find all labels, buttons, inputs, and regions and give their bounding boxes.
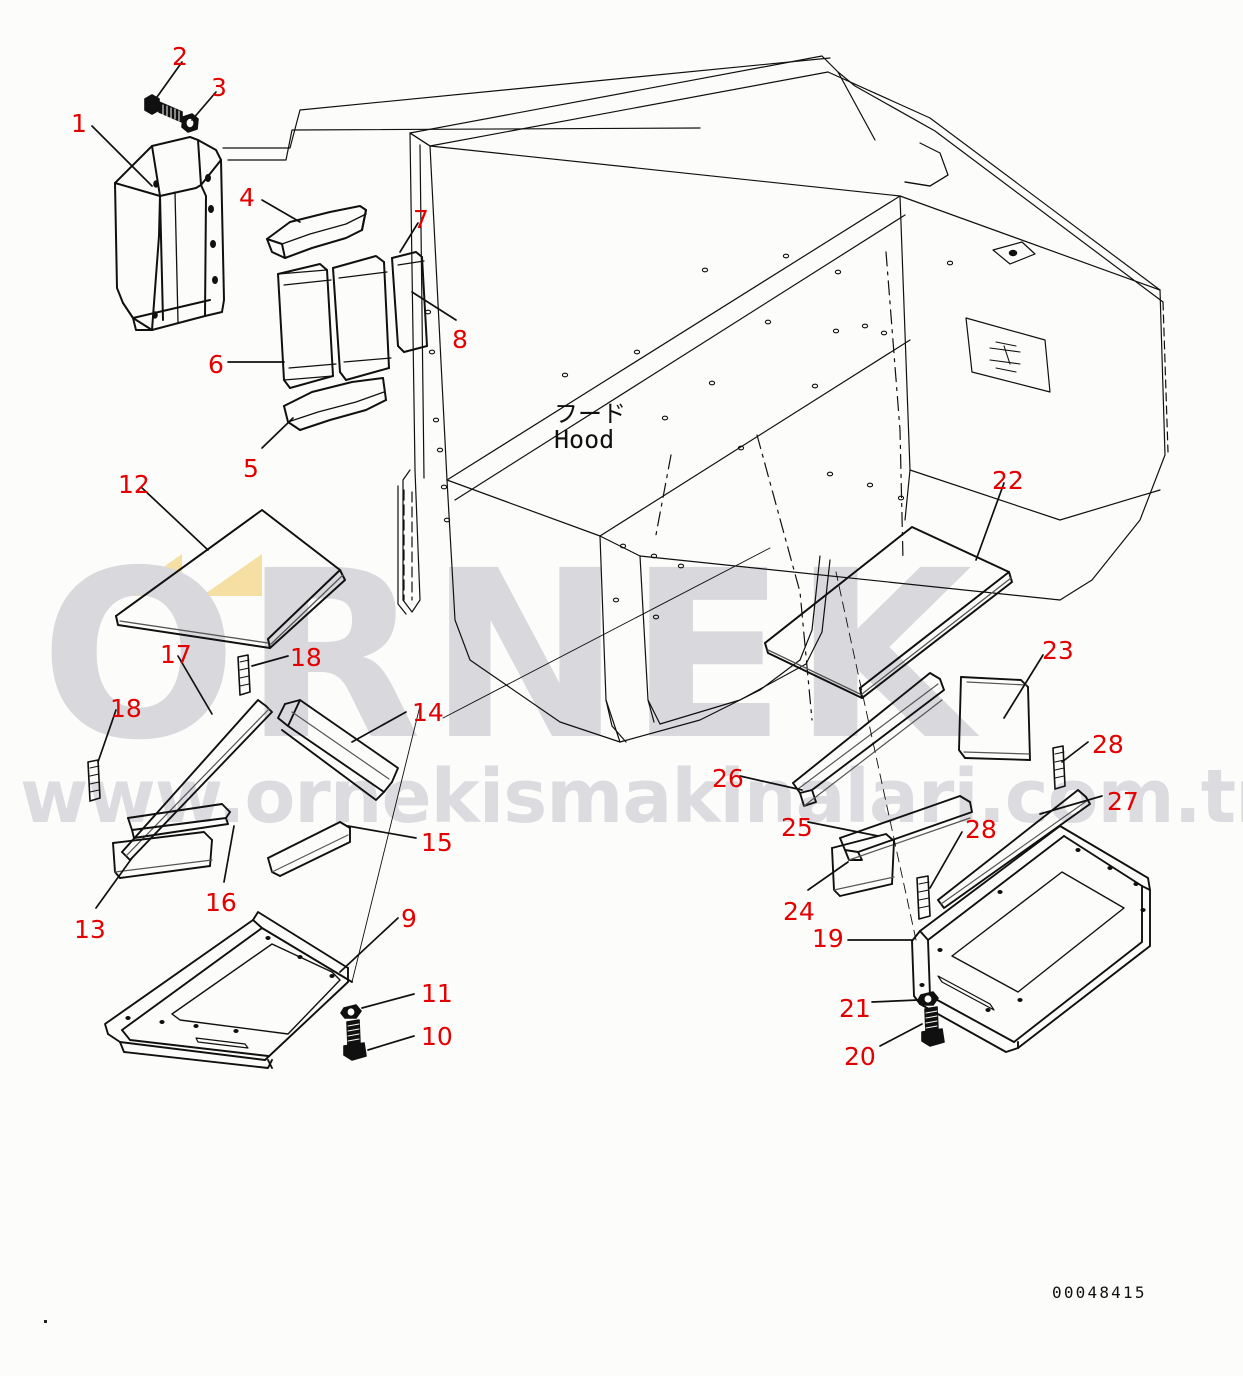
callout-number-3: 3	[211, 73, 227, 102]
callout-number-2: 2	[172, 42, 188, 71]
callout-number-6: 6	[208, 350, 224, 379]
callout-number-28: 28	[1092, 730, 1124, 759]
callout-number-22: 22	[992, 466, 1024, 495]
callout-number-12: 12	[118, 470, 150, 499]
callout-number-18b: 18	[110, 694, 142, 723]
callout-number-1: 1	[71, 109, 87, 138]
callout-number-8: 8	[452, 325, 468, 354]
callout-number-11: 11	[421, 979, 453, 1008]
callout-number-10: 10	[421, 1022, 453, 1051]
callout-number-4: 4	[239, 183, 255, 212]
callout-number-18: 18	[290, 643, 322, 672]
callout-number-24: 24	[783, 897, 815, 926]
stray-mark	[44, 1320, 47, 1323]
callout-number-13: 13	[74, 915, 106, 944]
callout-number-21: 21	[839, 994, 871, 1023]
callout-number-7: 7	[413, 205, 429, 234]
callout-number-15: 15	[421, 828, 453, 857]
callout-number-17: 17	[160, 640, 192, 669]
callout-number-16: 16	[205, 888, 237, 917]
callout-number-28b: 28	[965, 815, 997, 844]
assembly-label-english: Hood	[554, 425, 614, 454]
drawing-number: 00048415	[1052, 1283, 1147, 1302]
callout-number-5: 5	[243, 454, 259, 483]
callout-number-19: 19	[812, 924, 844, 953]
callout-number-27: 27	[1107, 787, 1139, 816]
callout-number-23: 23	[1042, 636, 1074, 665]
callout-number-14: 14	[412, 698, 444, 727]
callout-number-25: 25	[781, 813, 813, 842]
assembly-label-japanese: フード	[554, 400, 626, 428]
callout-number-20: 20	[844, 1042, 876, 1071]
callout-number-26: 26	[712, 764, 744, 793]
callout-number-9: 9	[401, 904, 417, 933]
